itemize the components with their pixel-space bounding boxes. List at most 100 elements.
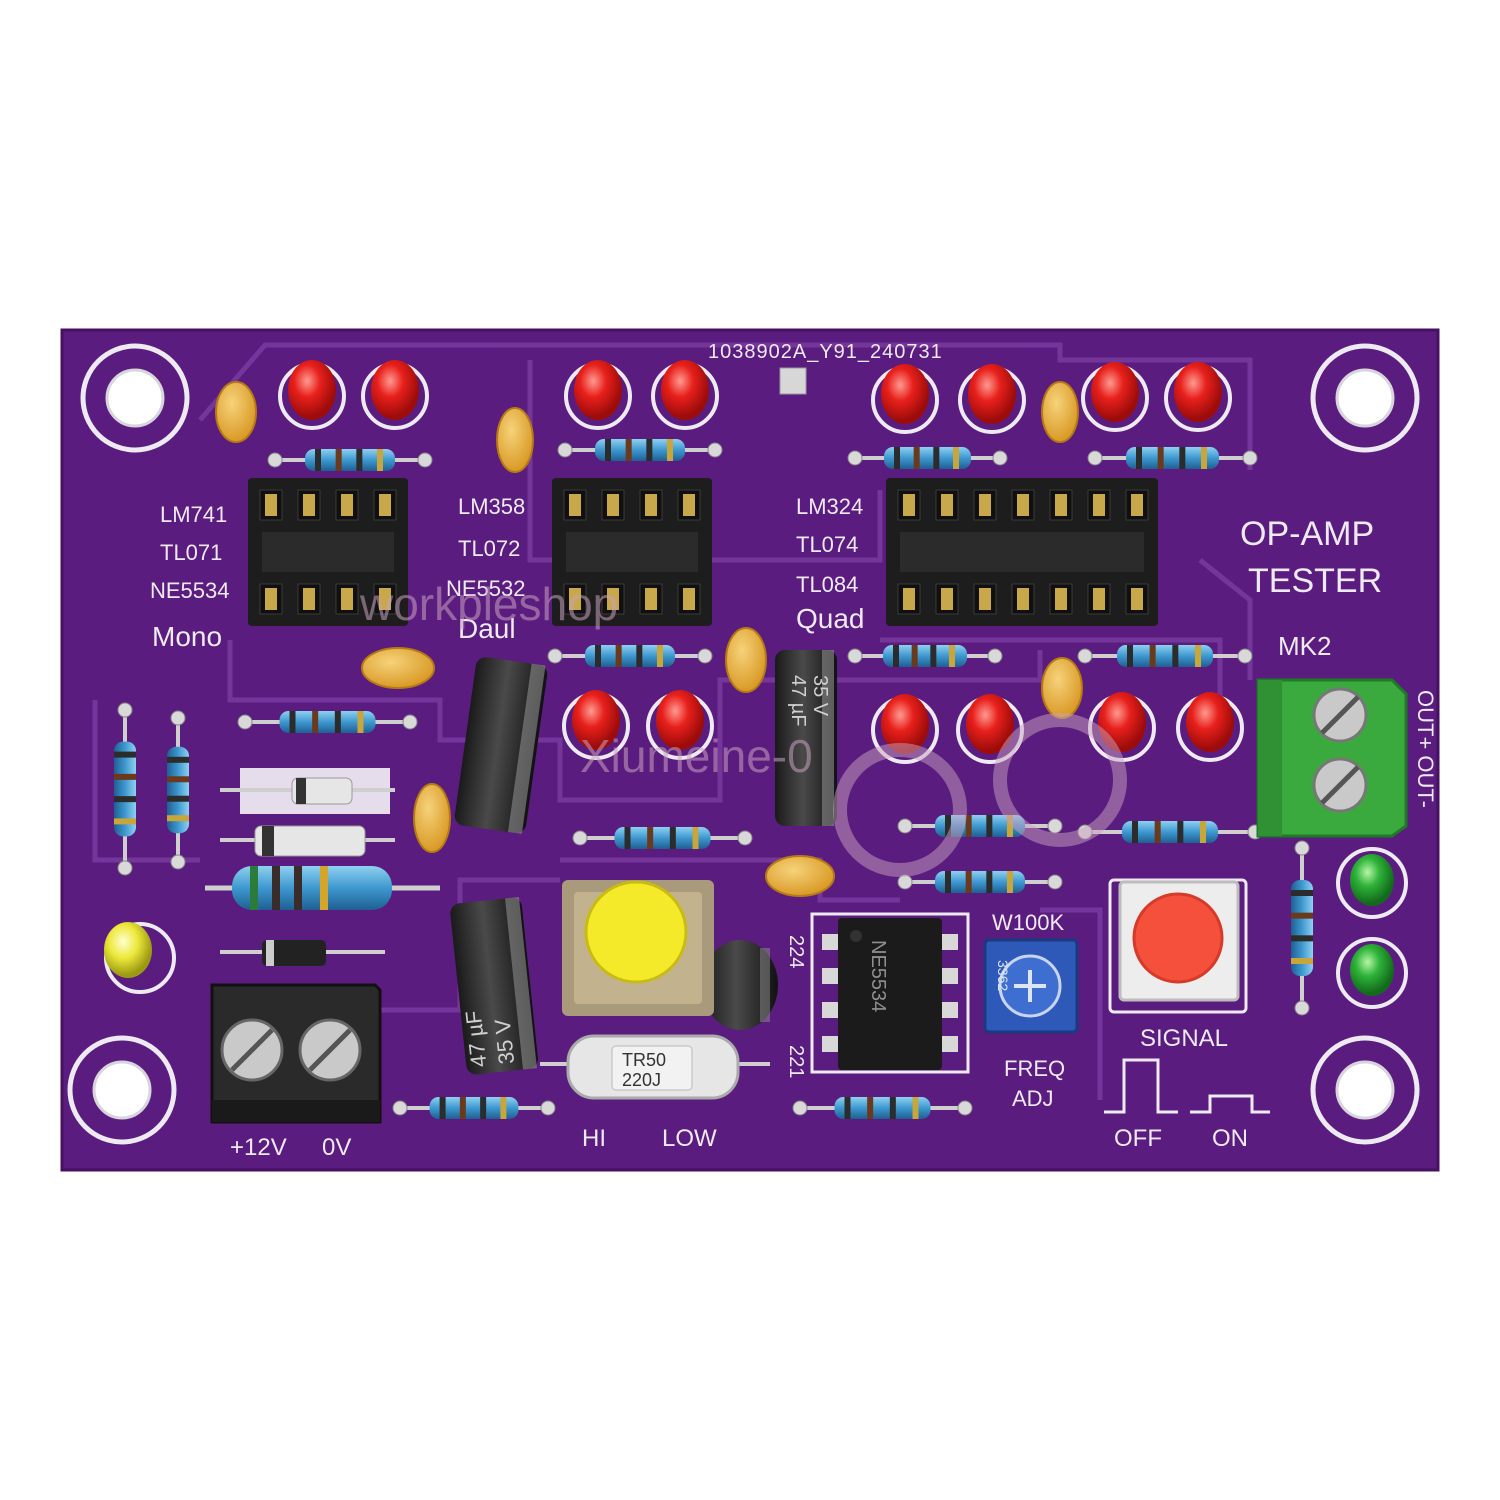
led-green-2 [1336,937,1408,1009]
diode-1 [220,768,395,814]
trace-pattern [92,342,1253,1100]
mounting-hole-bottom-right [1310,1035,1420,1145]
freq-adjust-pot[interactable]: 3362 [983,938,1079,1034]
output-label: OUT+ OUT- [1413,690,1438,808]
mounting-hole-top-right [1310,343,1420,453]
cap-3-voltage: 35 V [490,1018,520,1066]
watermark-store: Xiumeine-0 [580,730,813,782]
dual-part-1: LM358 [458,494,525,519]
ceramic-capacitor [1041,657,1083,719]
resistor [547,645,713,667]
switch-on-symbol [1190,1094,1270,1114]
led-row-top [278,360,1232,434]
resistor [572,827,753,849]
socket-mono [248,478,408,626]
watermark-shop: workpleshop [359,578,618,630]
power-resistor [205,866,440,910]
switch-on-label: ON [1212,1125,1248,1152]
diode-3 [220,940,385,966]
resistor [1291,840,1313,1016]
resistor [897,871,1063,893]
quad-part-3: TL084 [796,572,858,597]
mono-part-3: NE5534 [150,578,230,603]
led-row-middle [562,690,1244,764]
led-red [651,360,719,430]
resistor [237,711,418,733]
dual-part-2: TL072 [458,536,520,561]
diode-2 [220,825,395,857]
watermark-logo [833,713,1127,877]
mono-part-1: LM741 [160,502,227,527]
range-low-label: LOW [662,1125,717,1152]
led-red [278,360,346,430]
led-red [564,360,632,430]
revision-label: 1038902A_Y91_240731 [708,341,943,363]
dual-label: Daul [458,613,516,644]
led-red [958,364,1026,434]
signal-button[interactable] [1108,878,1248,1014]
ceramic-capacitor [725,627,767,693]
resistor [847,447,1008,469]
inductor-line-2: 220J [622,1070,661,1090]
resistor [392,1097,556,1119]
resistor [1077,645,1253,667]
ceramic-capacitor [765,855,835,897]
freq-label: FREQ [1004,1056,1065,1081]
title-line-2: TESTER [1248,562,1382,600]
power-terminal-block [210,983,382,1124]
resistor [1087,447,1258,469]
adj-label: ADJ [1012,1086,1054,1111]
electrolytic-cap-2: 47 µF 35 V [775,650,837,826]
resistor [792,1097,973,1119]
model-label: MK2 [1278,631,1331,661]
ic-part-label: NE5534 [867,940,889,1012]
cap-3-value: 47 µF [461,1009,492,1068]
mounting-hole-top-left [80,343,190,453]
signal-label: SIGNAL [1140,1025,1228,1052]
electrolytic-cap-1 [454,657,548,834]
led-red [1164,362,1232,432]
resistor [557,439,723,461]
socket-quad [886,478,1158,626]
range-switch-button[interactable] [562,880,714,1016]
pot-code: 3362 [995,960,1011,991]
ic-ne5534: NE5534 [810,912,970,1074]
cap-2-voltage: 35 V [809,675,831,717]
led-red [562,690,630,760]
ceramic-capacitor-group [215,381,1083,897]
quad-part-1: LM324 [796,494,863,519]
led-red [646,690,714,760]
led-red [871,694,939,764]
title-line-1: OP-AMP [1240,515,1374,553]
inductor: TR50 220J [540,1034,770,1100]
led-yellow-power [104,922,176,994]
mounting-hole-bottom-left [67,1035,177,1145]
led-green-1 [1336,847,1408,919]
power-plus-label: +12V [230,1134,287,1161]
led-red [871,364,939,434]
resistor [167,710,189,870]
power-zero-label: 0V [322,1134,351,1161]
resistor [847,645,1003,667]
quad-part-2: TL074 [796,532,858,557]
dual-part-3: NE5532 [446,576,526,601]
led-red [361,360,429,430]
ceramic-capacitor [361,647,435,689]
led-red [1081,362,1149,432]
pot-model-label: W100K [992,910,1064,935]
led-red [1176,692,1244,762]
output-terminal-block [1256,678,1408,838]
quad-label: Quad [796,603,865,634]
inductor-line-1: TR50 [622,1050,666,1070]
socket-dual [552,478,712,626]
resistor [114,702,136,876]
mono-part-2: TL071 [160,540,222,565]
electrolytic-cap-small [702,940,778,1030]
ceramic-capacitor [413,783,451,853]
cap-2-value: 47 µF [787,675,809,727]
ceramic-capacitor [496,407,534,473]
cap-224-label: 224 [785,935,807,968]
range-hi-label: HI [582,1125,606,1152]
switch-off-label: OFF [1114,1125,1162,1152]
